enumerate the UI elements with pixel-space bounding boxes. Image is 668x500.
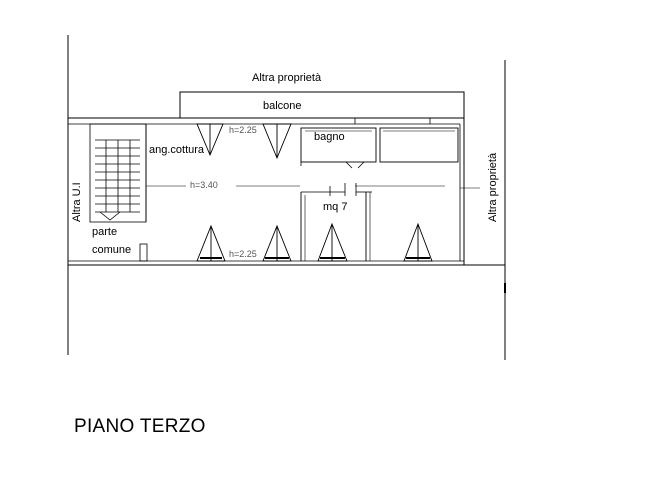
- floor-title: PIANO TERZO: [74, 416, 206, 437]
- bathroom-label: bagno: [314, 131, 345, 143]
- bathroom-walls: [300, 127, 377, 163]
- height-low-bottom-label: h=2.25: [229, 249, 257, 259]
- dormer-top-2: [262, 123, 292, 160]
- adjacent-room-walls: [379, 127, 459, 163]
- dormer-bottom-2: [262, 224, 292, 262]
- top-neighbor-label: Altra proprietà: [252, 72, 322, 84]
- corridor-door-2: [357, 161, 365, 169]
- common-part-label-line1: parte: [92, 226, 118, 238]
- balcony-label: balcone: [263, 100, 302, 112]
- dormer-top-1: [196, 123, 224, 157]
- stair-landing: [99, 211, 121, 221]
- left-neighbor-label: Altra U.I: [71, 182, 83, 222]
- dormer-bottom-4: [403, 222, 433, 262]
- common-part-label-line2: comune: [92, 244, 132, 256]
- stair-steps: [95, 139, 140, 213]
- height-low-top-label: h=2.25: [229, 125, 257, 135]
- dormer-bottom-3: [317, 222, 348, 262]
- corridor-door-1: [345, 161, 353, 169]
- common-door-stub: [139, 243, 148, 262]
- balcony-outline: [179, 91, 465, 118]
- dormer-bottom-1: [196, 224, 226, 262]
- right-neighbor-label: Altra proprietà: [487, 152, 499, 222]
- room-area-label: mq 7: [323, 201, 348, 213]
- kitchenette-label: ang.cottura: [149, 144, 205, 156]
- height-main-label: h=3.40: [190, 180, 218, 190]
